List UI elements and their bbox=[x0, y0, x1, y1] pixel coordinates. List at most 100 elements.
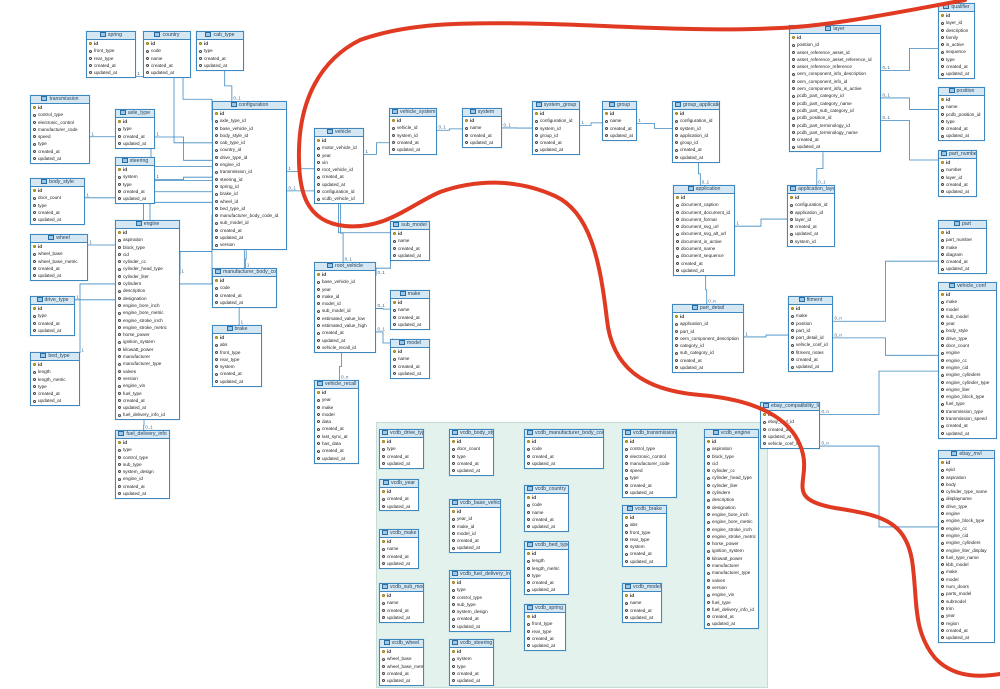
table-column: system bbox=[213, 363, 261, 370]
column-name: engine_vin bbox=[712, 592, 735, 598]
column-name: data bbox=[322, 419, 331, 425]
table-vcdb-body-style[interactable]: vcdb_body_styleiddoor_counttypecreated_a… bbox=[449, 429, 494, 476]
column-name: name bbox=[398, 238, 410, 244]
table-icon bbox=[712, 430, 719, 436]
column-name: id bbox=[398, 300, 403, 305]
column-name: updated_at bbox=[398, 321, 421, 327]
column-name: engine_cylinders bbox=[946, 540, 981, 546]
cardinality-label: 1 bbox=[87, 192, 90, 197]
table-column: name bbox=[939, 103, 984, 110]
table-name: spring bbox=[107, 32, 123, 38]
table-vcdb-drive-type[interactable]: vcdb_drive_typeidtypecreated_atupdated_a… bbox=[379, 429, 424, 469]
column-icon bbox=[791, 351, 794, 355]
table-column: updated_at bbox=[213, 299, 276, 306]
key-icon bbox=[465, 119, 468, 123]
column-name: trim bbox=[946, 605, 954, 611]
table-name: vcdb_drive_type bbox=[390, 430, 423, 436]
table-column: configuration_id bbox=[673, 117, 719, 124]
column-icon bbox=[941, 253, 944, 257]
table-column: trim bbox=[939, 605, 994, 612]
table-column: submodel bbox=[939, 598, 994, 605]
column-icon bbox=[941, 475, 944, 479]
table-column: created_at bbox=[623, 607, 661, 614]
table-column: created_at bbox=[939, 627, 994, 634]
column-icon bbox=[707, 469, 710, 473]
table-header: sub_model bbox=[391, 222, 429, 230]
column-icon bbox=[118, 348, 121, 352]
column-icon bbox=[392, 141, 395, 145]
key-icon bbox=[317, 139, 320, 143]
table-column: application_id bbox=[673, 132, 719, 139]
primary-key-column: id bbox=[939, 459, 994, 466]
table-group-application[interactable]: group_applicationidconfiguration_idsyste… bbox=[672, 101, 720, 163]
table-column: created_at bbox=[761, 426, 819, 433]
table-icon bbox=[326, 129, 333, 135]
table-header: vcdb_transmission bbox=[623, 430, 676, 438]
table-column: asset_reference_asset_reference_id bbox=[790, 56, 880, 63]
table-column: length_metric bbox=[31, 376, 79, 383]
column-name: id bbox=[946, 230, 951, 235]
table-header: drive_type bbox=[31, 297, 74, 305]
column-icon bbox=[763, 427, 766, 431]
table-ebay-compatibility-link[interactable]: ebay_compatibility_linkidebay_mvl_idcrea… bbox=[760, 402, 820, 449]
table-column: transmission_speed bbox=[939, 415, 996, 422]
table-column: layer_id bbox=[788, 216, 834, 223]
table-column: engine_bore_metric bbox=[116, 309, 179, 316]
column-name: cylinders bbox=[712, 490, 731, 496]
column-name: id bbox=[946, 460, 951, 465]
column-name: engine_id bbox=[123, 476, 143, 482]
column-name: id bbox=[398, 231, 403, 236]
